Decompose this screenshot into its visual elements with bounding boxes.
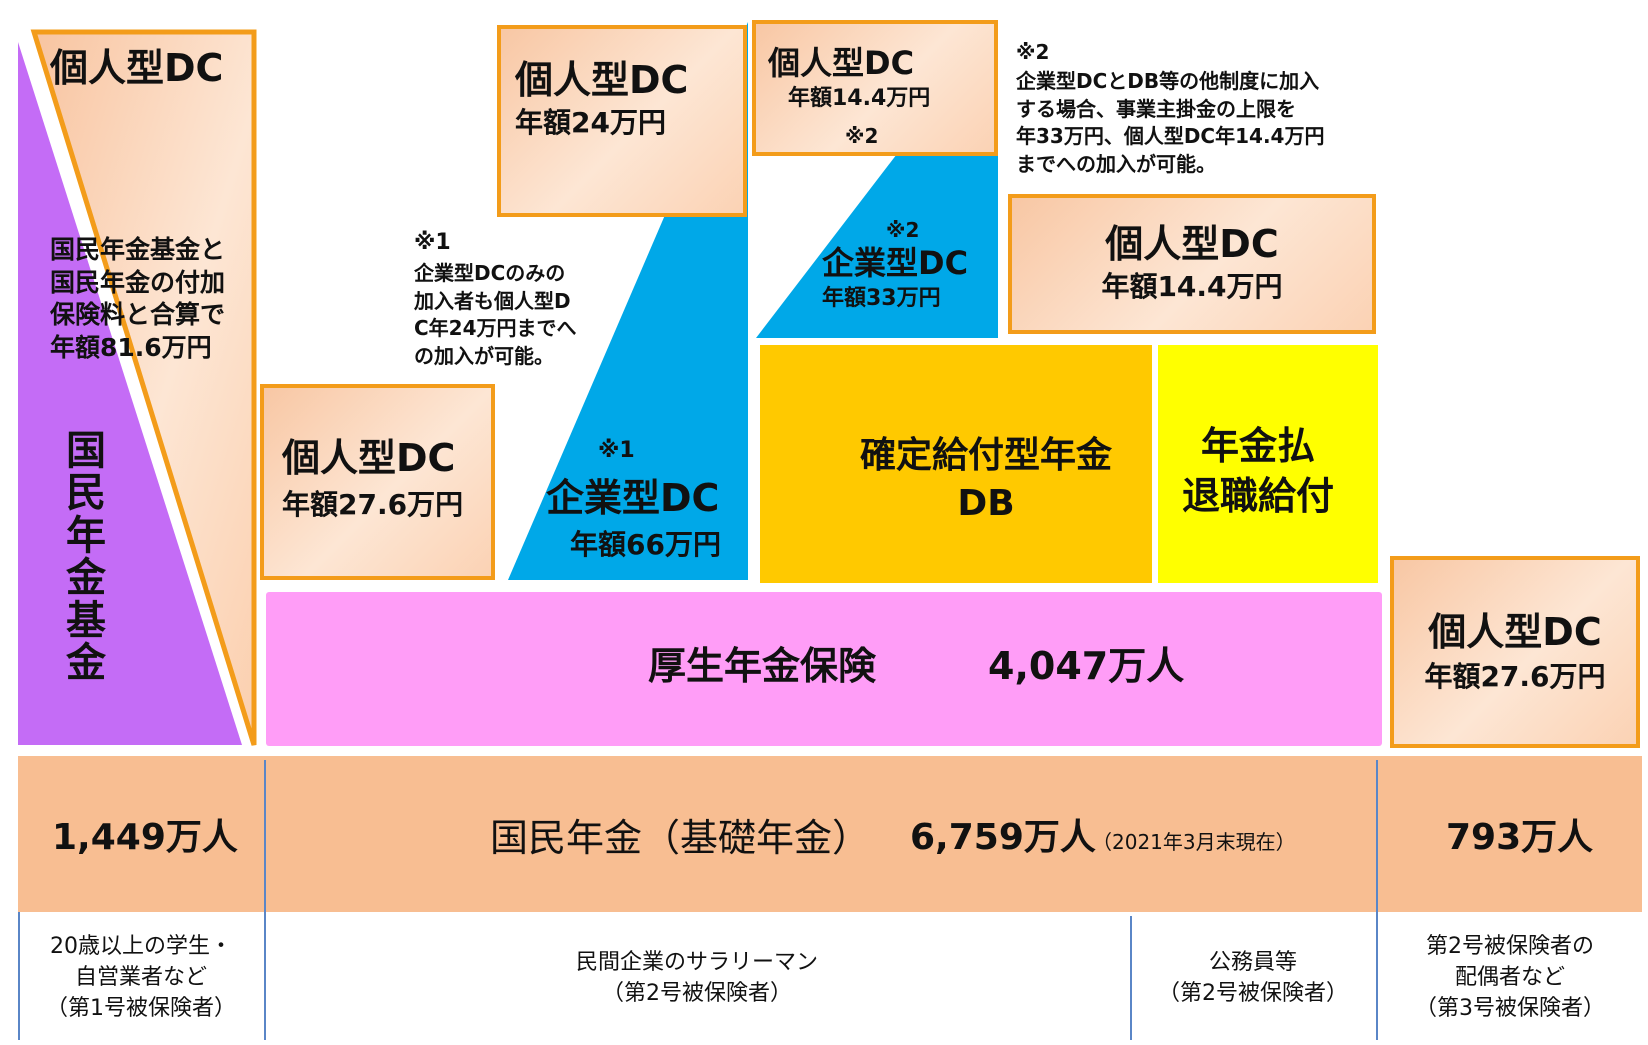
kokumin-nenkin-band (18, 756, 1642, 912)
category-col4: 第2号被保険者の 配偶者など （第3号被保険者） (1415, 934, 1605, 1021)
col2-note-mark: ※1 (414, 230, 451, 255)
kokumin-kikin-triangle (18, 42, 242, 745)
col3-kigyou-mark: ※2 (886, 218, 920, 242)
col4-dc-amount: 年額27.6万円 (1424, 660, 1606, 693)
kousei-count: 4,047万人 (988, 644, 1185, 688)
col1-count: 1,449万人 (52, 817, 238, 858)
col2-dc-lower-box (260, 384, 495, 580)
col2-kigyou-title: 企業型DC (546, 476, 720, 520)
col2-dc-lower-title: 個人型DC (282, 436, 456, 480)
nenkinbarai-line1: 年金払 (1200, 424, 1315, 468)
col3-dc-top-title: 個人型DC (768, 44, 915, 82)
col2-dc-upper-box (497, 25, 747, 217)
divider-1 (264, 760, 266, 1040)
col4-count: 793万人 (1446, 817, 1594, 858)
col2-dc-lower-amount: 年額27.6万円 (282, 488, 464, 521)
kokumin-asof: （2021年3月末現在） (1092, 830, 1296, 854)
col3-kigyou-title: 企業型DC (822, 244, 969, 282)
kokumin-label: 国民年金（基礎年金） (490, 816, 871, 860)
db-box (760, 345, 1152, 583)
col1-dc-note: 国民年金基金と 国民年金の付加 保険料と合算で 年額81.6万円 (50, 235, 226, 362)
db-line1: 確定給付型年金 (859, 435, 1112, 476)
category-salaryman: 民間企業のサラリーマン （第2号被保険者） (575, 950, 818, 1006)
col4-dc-box (1390, 556, 1640, 748)
kousei-nenkin-band (266, 592, 1382, 746)
col2-note-text: 企業型DCのみの 加入者も個人型D C年24万円までへ の加入が可能。 (414, 261, 577, 368)
col4-dc-title: 個人型DC (1428, 610, 1602, 654)
col2-kigyou-amount: 年額66万円 (570, 528, 721, 561)
db-line2: DB (957, 483, 1015, 524)
col3-note-text: 企業型DCとDB等の他制度に加入 する場合、事業主掛金の上限を 年33万円、個人… (1016, 69, 1325, 176)
kokumin-count: 6,759万人 (910, 817, 1096, 858)
kokumin-kikin-label: 国 民 年 金 基 金 (66, 428, 106, 686)
col3-dc-top-box (752, 20, 998, 156)
divider-left (18, 912, 20, 1040)
nenkinbarai-box (1158, 345, 1378, 583)
divider-3 (1376, 760, 1378, 1040)
col3-note-mark: ※2 (1016, 40, 1050, 64)
divider-2 (1130, 916, 1132, 1040)
col1-dc-triangle (30, 29, 257, 746)
col2-dc-upper-title: 個人型DC (515, 58, 689, 102)
col3-kigyou-amount: 年額33万円 (822, 286, 941, 311)
col1-dc-title: 個人型DC (50, 46, 224, 90)
col3-dc-top-mark: ※2 (845, 124, 879, 148)
kousei-label: 厚生年金保険 (648, 644, 877, 688)
col2-kigyou-mark: ※1 (598, 438, 635, 463)
col3-dc-right-title: 個人型DC (1105, 222, 1279, 266)
col3-dc-top-amount: 年額14.4万円 (788, 86, 931, 111)
col2-dc-upper-amount: 年額24万円 (515, 106, 666, 139)
nenkinbarai-line2: 退職給付 (1181, 474, 1334, 518)
category-col1: 20歳以上の学生・ 自営業者など （第1号被保険者） (46, 934, 236, 1021)
col3-dc-right-amount: 年額14.4万円 (1101, 270, 1283, 303)
category-koumuin: 公務員等 （第2号被保険者） (1158, 950, 1348, 1006)
col3-dc-right-box (1008, 194, 1376, 334)
